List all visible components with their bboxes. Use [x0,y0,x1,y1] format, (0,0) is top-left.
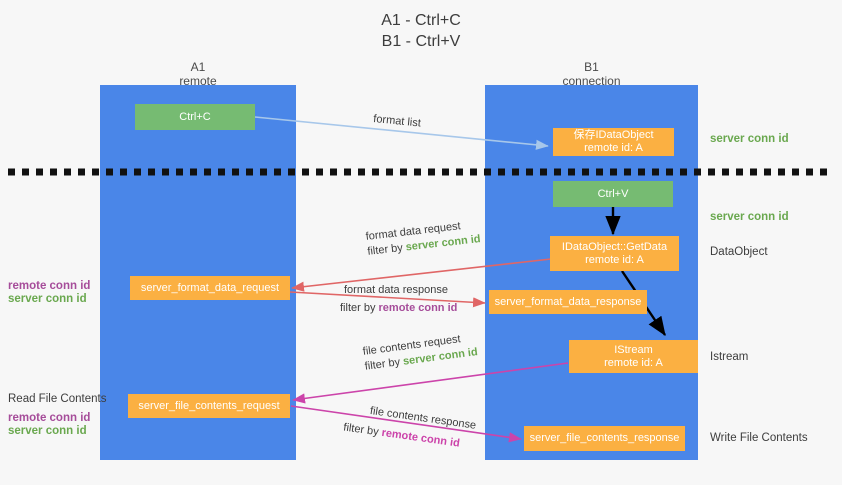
label-server-conn-id-2: server conn id [8,425,87,437]
node-save-idataobject[interactable]: 保存IDataObject remote id: A [553,128,674,156]
caption-fdreq-filter-prefix: filter by [366,241,407,258]
caption-fcresp-filter-prefix: filter by [342,421,383,439]
lane-header-a1: A1 remote [100,60,296,88]
node-save-idataobject-title: 保存IDataObject [573,129,654,141]
node-server-file-contents-request[interactable]: server_file_contents_request [128,394,290,418]
node-idataobject-getdata[interactable]: IDataObject::GetData remote id: A [550,236,679,271]
node-server-format-data-response-label: server_format_data_response [494,295,642,308]
caption-format-list: format list [372,112,422,130]
label-server-conn-id-1: server conn id [8,293,87,305]
node-istream-remote-id: remote id: A [604,356,663,369]
page-title: A1 - Ctrl+C B1 - Ctrl+V [0,10,842,52]
caption-fdresp-filter-key: remote conn id [378,302,458,314]
caption-fcreq-filter-prefix: filter by [364,355,404,373]
lane-a1-sub: remote [179,74,217,88]
caption-format-data-request: format data request filter by server con… [365,217,481,260]
node-ctrl-c-label: Ctrl+C [179,110,211,123]
node-server-format-data-request[interactable]: server_format_data_request [130,276,290,300]
lane-b1-name: B1 [584,60,599,74]
label-server-conn-id-mid: server conn id [710,211,789,223]
caption-file-contents-response: file contents response filter by remote … [343,404,477,454]
title-line-2: B1 - Ctrl+V [381,33,461,50]
label-dataobject: DataObject [710,246,768,258]
label-read-file-contents: Read File Contents [8,393,107,405]
node-server-file-contents-request-label: server_file_contents_request [138,399,280,412]
node-save-idataobject-remote-id: remote id: A [584,142,643,154]
label-istream: Istream [710,351,749,363]
caption-format-data-response-filter: filter by remote conn id [340,301,457,316]
node-istream[interactable]: IStream remote id: A [569,340,698,373]
node-ctrl-v[interactable]: Ctrl+V [553,181,673,207]
caption-fdresp-filter-prefix: filter by [340,302,379,314]
node-ctrl-c[interactable]: Ctrl+C [135,104,255,130]
caption-format-data-response-line1: format data response [344,284,448,296]
title-line-1: A1 - Ctrl+C [381,12,461,29]
node-getdata-remote-id: remote id: A [585,253,644,266]
label-write-file-contents: Write File Contents [710,432,808,444]
caption-file-contents-request: file contents request filter by server c… [362,330,479,375]
node-server-format-data-request-label: server_format_data_request [140,281,280,294]
label-server-conn-id-top: server conn id [710,133,789,145]
node-istream-title: IStream [614,343,653,356]
label-remote-conn-id-1: remote conn id [8,280,91,292]
lane-header-b1: B1 connection [485,60,698,88]
node-server-file-contents-response-label: server_file_contents_response [529,432,680,444]
node-server-file-contents-response[interactable]: server_file_contents_response [524,426,685,451]
node-server-format-data-response[interactable]: server_format_data_response [489,290,647,314]
caption-format-data-response: format data response filter by remote co… [340,283,457,316]
caption-fcresp-filter-key: remote conn id [380,426,461,450]
lane-a1-name: A1 [190,60,206,74]
node-ctrl-v-label: Ctrl+V [597,187,629,200]
label-remote-conn-id-2: remote conn id [8,412,91,424]
lane-b1-sub: connection [562,74,621,88]
node-getdata-title: IDataObject::GetData [561,240,668,253]
